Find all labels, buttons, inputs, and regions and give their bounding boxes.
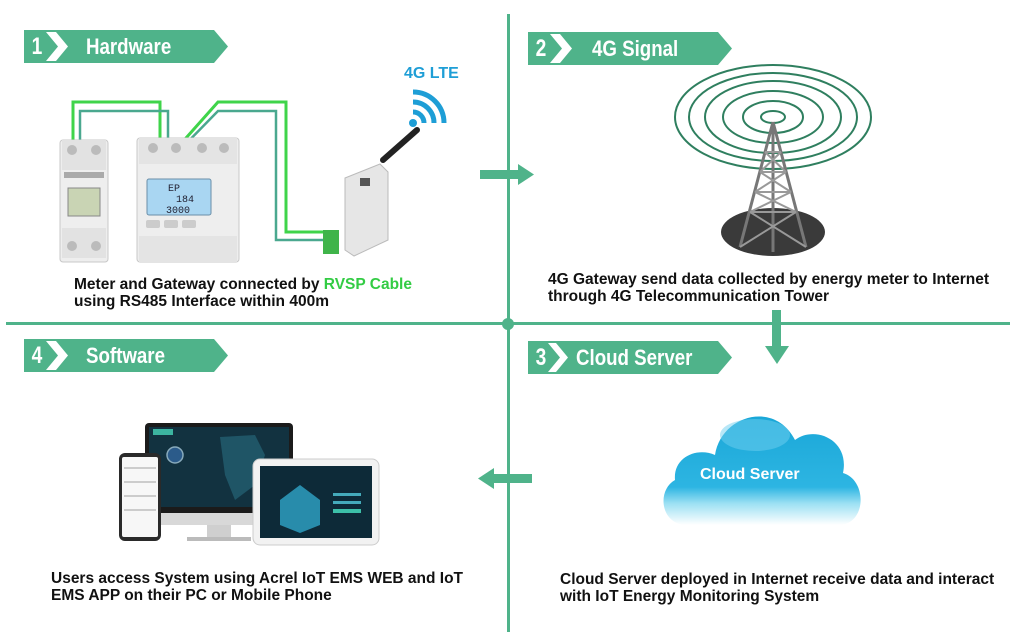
step-3-caption: Cloud Server deployed in Internet receiv… [560,571,995,605]
highlight-rvsp-cable: RVSP Cable [323,276,412,293]
step-title: Cloud Server [576,344,693,370]
arrow-left-icon [478,468,532,489]
step-2-caption: 4G Gateway send data collected by energy… [548,271,990,305]
step-title: Software [86,342,165,368]
step-2-banner: 2 4G Signal [528,32,732,65]
meter-display-line-1: EP [168,184,180,195]
cloud-label: Cloud Server [700,466,800,483]
step-number: 2 [535,34,547,62]
step-number: 1 [31,32,43,60]
mobile-phone [119,453,161,541]
three-phase-meter: EP 184 3000 [136,137,240,263]
step-4-banner: 4 Software [24,339,228,372]
step-1-caption: Meter and Gateway connected by RVSP Cabl… [74,276,454,310]
telecom-tower-illustration [674,64,872,256]
single-phase-meter [59,139,109,263]
step-1-banner: 1 Hardware [24,30,228,63]
meter-display-line-2: 184 [176,195,194,206]
meter-display-line-3: 3000 [166,206,190,217]
tablet [252,458,380,546]
hardware-illustration: EP 184 3000 [59,89,447,263]
caption-text: Meter and Gateway connected by [74,276,324,293]
divider-junction [502,318,514,330]
4g-lte-label: 4G LTE [404,65,459,82]
caption-text: using RS485 Interface within 400m [74,293,329,310]
devices-illustration [119,423,380,546]
wifi-signal-icon [409,89,447,127]
step-title: Hardware [86,33,172,59]
step-title: 4G Signal [592,35,679,61]
arrow-right-icon [480,164,534,185]
cloud-icon [663,416,861,525]
4g-gateway [323,127,420,257]
step-number: 4 [31,341,43,369]
step-3-banner: 3 Cloud Server [528,341,732,374]
arrow-down-icon [765,310,789,364]
step-number: 3 [535,343,547,371]
step-4-caption: Users access System using Acrel IoT EMS … [51,570,464,604]
